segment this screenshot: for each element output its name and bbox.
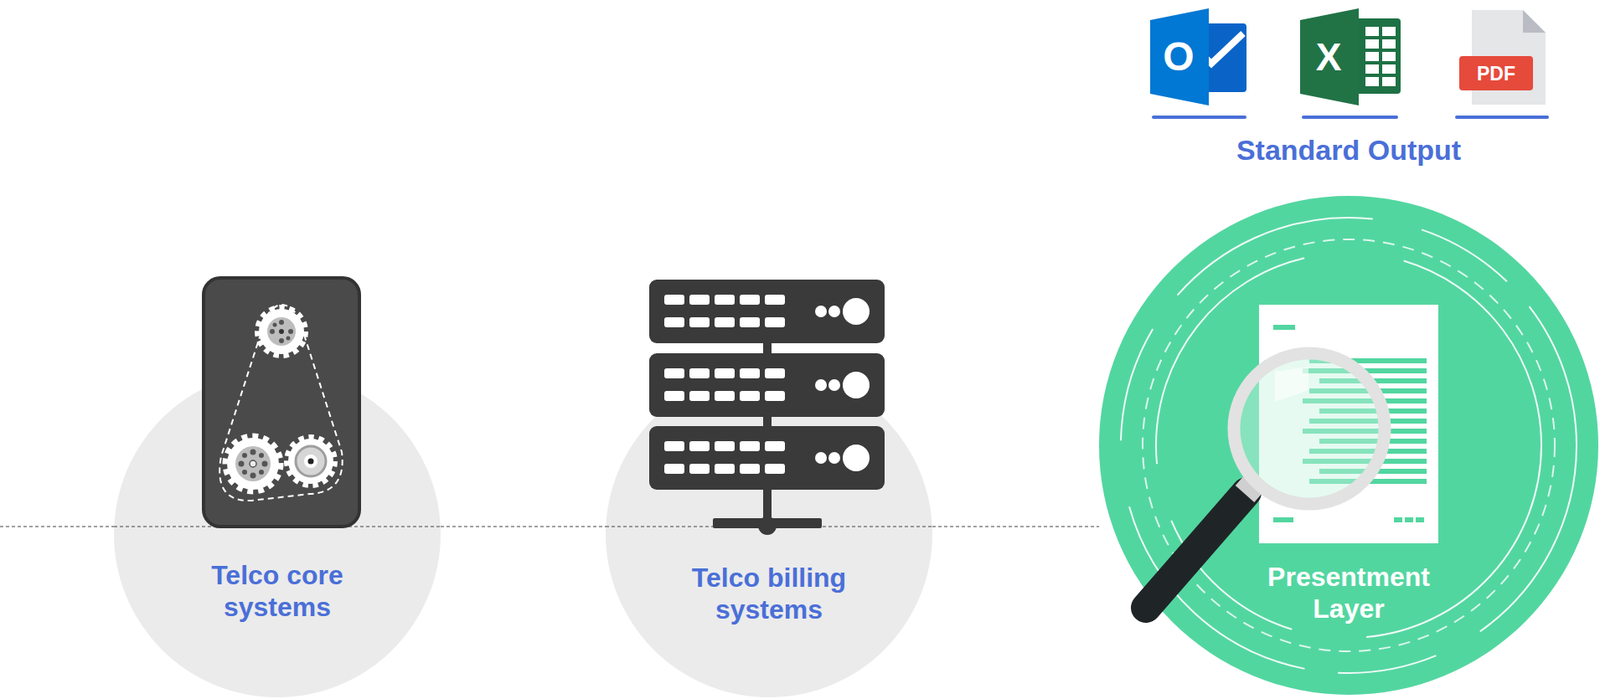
- core-system-icon: [203, 278, 360, 527]
- magnifier-icon: [1145, 353, 1385, 609]
- icon-letter: X: [1316, 37, 1342, 77]
- dashed-connector: [932, 526, 1100, 527]
- baseline: [0, 526, 114, 527]
- node-label: Telco billing systems: [664, 562, 874, 626]
- icon-letter: O: [1162, 36, 1194, 78]
- presentment-decoration: [1120, 217, 1577, 674]
- server-icon: [649, 279, 885, 536]
- pdf-icon: [1459, 10, 1546, 105]
- outlook-icon: [1150, 8, 1247, 106]
- section-heading: Standard Output: [1236, 135, 1461, 165]
- node-label: Telco core systems: [172, 559, 382, 624]
- dashed-connector: [440, 526, 606, 527]
- node-label: Presentment Layer: [1243, 561, 1454, 625]
- icon-letter: PDF: [1476, 64, 1516, 84]
- icon-underline: [1153, 115, 1548, 119]
- excel-icon: [1300, 8, 1401, 106]
